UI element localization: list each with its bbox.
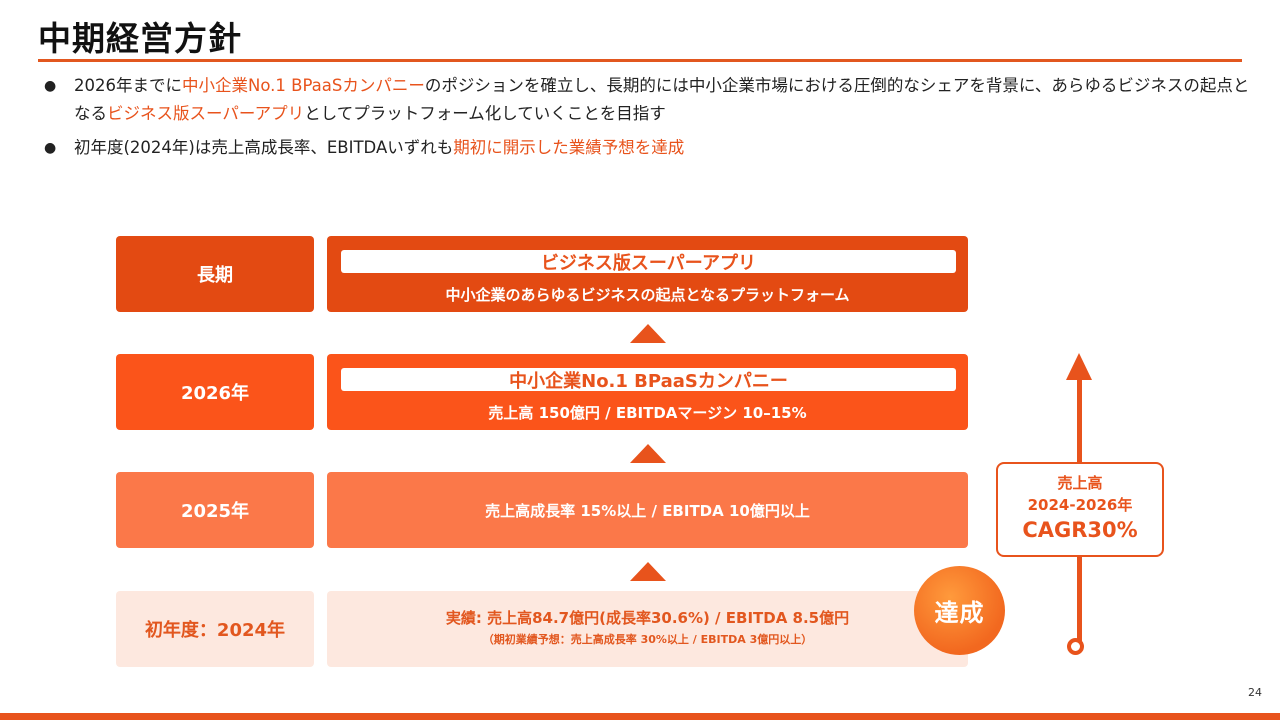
stage-desc-2025: 売上高成長率 15%以上 / EBITDA 10億円以上: [485, 501, 810, 520]
cagr-metric: 売上高: [1057, 474, 1103, 492]
stage-box-2024: 実績: 売上高84.7億円(成長率30.6%) / EBITDA 8.5億円 （…: [327, 591, 968, 667]
bullet-text: としてプラットフォーム化していくことを目指す: [304, 104, 666, 123]
bullet-text: 初年度(2024年)は売上高成長率、EBITDAいずれも: [74, 138, 454, 157]
stage-box-2026: 中小企業No.1 BPaaSカンパニー 売上高 150億円 / EBITDAマー…: [327, 354, 968, 430]
highlight-text: 期初に開示した業績予想を達成: [453, 138, 685, 157]
up-triangle-icon: [630, 324, 666, 343]
up-triangle-icon: [630, 444, 666, 463]
bullet-item: ● 初年度(2024年)は売上高成長率、EBITDAいずれも期初に開示した業績予…: [44, 134, 1254, 162]
bullet-text: 2026年までに: [74, 76, 182, 95]
title-divider: [38, 59, 1242, 62]
stage-title-long-term: ビジネス版スーパーアプリ: [341, 250, 956, 274]
stage-label-2026: 2026年: [116, 354, 314, 430]
footer-bar: [0, 713, 1280, 720]
bullet-dot-icon: ●: [44, 140, 57, 156]
achieved-badge: 達成: [914, 566, 1005, 655]
bullet-item: ● 2026年までに中小企業No.1 BPaaSカンパニーのポジションを確立し、…: [44, 72, 1254, 128]
page-title: 中期経営方針: [38, 19, 242, 58]
highlight-text: 中小企業No.1 BPaaSカンパニー: [182, 76, 425, 95]
bullet-dot-icon: ●: [44, 78, 57, 94]
up-triangle-icon: [630, 562, 666, 581]
stage-label-2024: 初年度：2024年: [116, 591, 314, 667]
stage-forecast-note-2024: （期初業績予想：売上高成長率 30%以上 / EBITDA 3億円以上）: [482, 633, 813, 646]
arrow-origin-ring-icon: [1067, 638, 1084, 655]
highlight-text: ビジネス版スーパーアプリ: [107, 104, 305, 123]
stage-label-2025: 2025年: [116, 472, 314, 548]
stage-box-long-term: ビジネス版スーパーアプリ 中小企業のあらゆるビジネスの起点となるプラットフォーム: [327, 236, 968, 312]
cagr-value: CAGR30%: [1022, 518, 1138, 542]
stage-title-2026: 中小企業No.1 BPaaSカンパニー: [341, 368, 956, 392]
cagr-period: 2024-2026年: [1027, 496, 1133, 514]
stage-box-2025: 売上高成長率 15%以上 / EBITDA 10億円以上: [327, 472, 968, 548]
stage-label-long-term: 長期: [116, 236, 314, 312]
arrow-up-icon: [1066, 353, 1092, 380]
stage-result-2024: 実績: 売上高84.7億円(成長率30.6%) / EBITDA 8.5億円: [445, 609, 850, 627]
bullet-list: ● 2026年までに中小企業No.1 BPaaSカンパニーのポジションを確立し、…: [44, 72, 1254, 168]
stage-desc-long-term: 中小企業のあらゆるビジネスの起点となるプラットフォーム: [445, 286, 850, 304]
cagr-callout: 売上高 2024-2026年 CAGR30%: [996, 462, 1164, 557]
stage-desc-2026: 売上高 150億円 / EBITDAマージン 10–15%: [488, 404, 807, 422]
page-number: 24: [1248, 686, 1262, 699]
bullet-text: のポジションを確立し、長期的には中小企業市場における圧倒的なシェアを背景に、あら…: [74, 76, 1250, 123]
